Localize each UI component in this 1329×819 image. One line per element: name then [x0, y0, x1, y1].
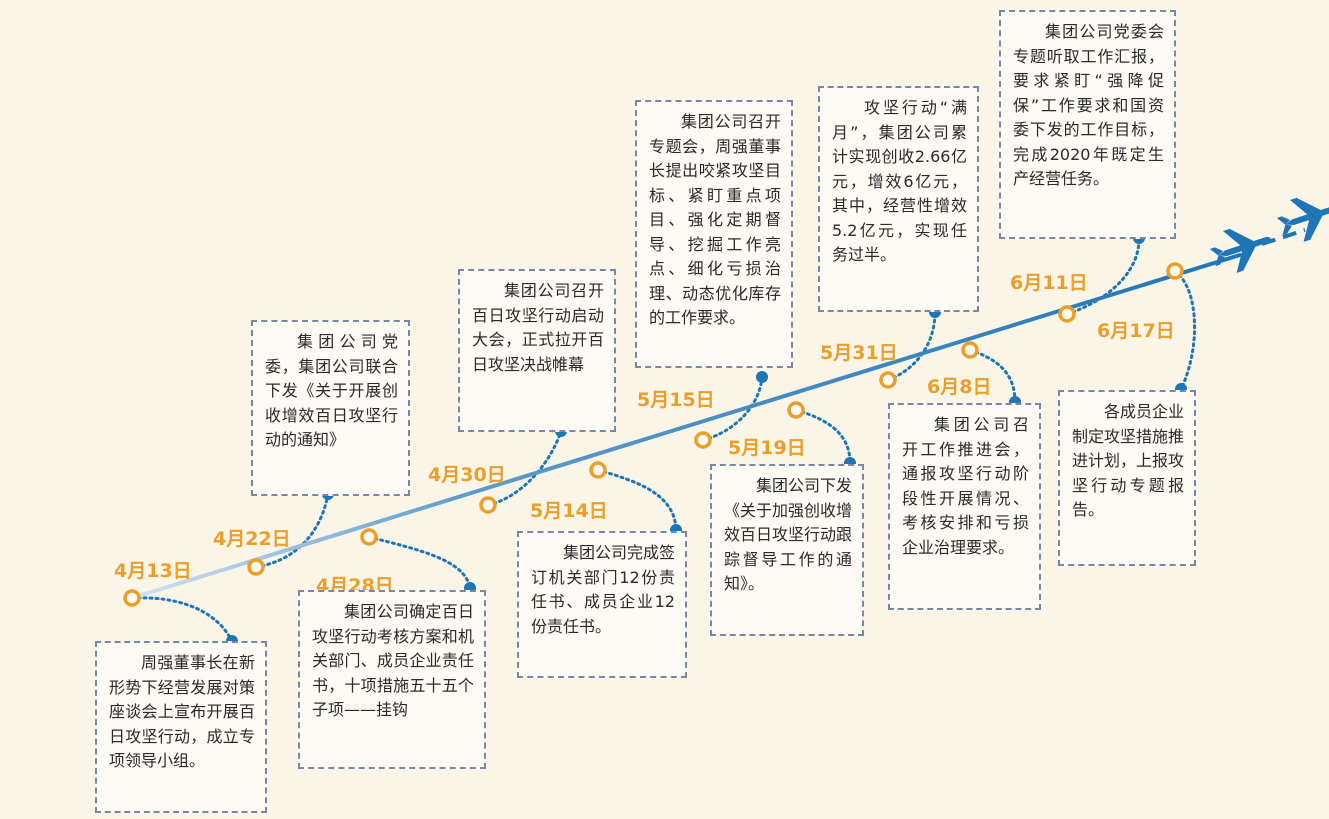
- event-description-box: 集团公司完成签订机关部门12份责任书、成员企业12份责任书。: [517, 531, 687, 678]
- connector-line: [596, 468, 678, 532]
- timeline-marker: [694, 431, 712, 449]
- event-date-label: 5月19日: [728, 437, 806, 459]
- event-date-label: 5月31日: [820, 342, 898, 364]
- connector-line: [794, 408, 852, 465]
- airplane-icon: [1209, 228, 1271, 273]
- timeline-axis: [130, 253, 1242, 600]
- event-description-box: 集团公司党委，集团公司联合下发《关于开展创收增效百日攻坚行动的通知》: [251, 320, 410, 496]
- event-description-box: 各成员企业制定攻坚措施推进计划，上报攻坚行动专题报告。: [1058, 390, 1196, 566]
- airplane-icon: [1276, 197, 1329, 242]
- connector-endpoint-dot: [756, 371, 768, 383]
- event-description-box: 集团公司召开专题会，周强董事长提出咬紧攻坚目标、紧盯重点项目、强化定期督导、挖掘…: [635, 100, 793, 368]
- event-description-box: 集团公司下发《关于加强创收增效百日攻坚行动跟踪督导工作的通知》。: [710, 464, 864, 636]
- event-date-label: 4月13日: [114, 560, 192, 582]
- timeline-marker: [589, 461, 607, 479]
- event-description-box: 集团公司召开百日攻坚行动启动大会，正式拉开百日攻坚决战帷幕: [458, 269, 616, 432]
- event-date-label: 4月22日: [213, 528, 291, 550]
- connector-line: [130, 596, 234, 643]
- event-date-label: 6月17日: [1097, 320, 1175, 342]
- event-date-label: 5月15日: [637, 389, 715, 411]
- event-description-box: 周强董事长在新形势下经营发展对策座谈会上宣布开展百日攻坚行动，成立专项领导小组。: [95, 641, 267, 813]
- connector-line: [486, 429, 563, 507]
- connector-line: [254, 492, 330, 569]
- connector-line: [1065, 236, 1141, 316]
- event-description-box: 攻坚行动“满月”，集团公司累计实现创收2.66亿元，增效6亿元，其中，经营性增效…: [818, 86, 979, 312]
- event-description-box: 集团公司召开工作推进会，通报攻坚行动阶段性开展情况、考核安排和亏损企业治理要求。: [888, 403, 1041, 610]
- event-date-label: 6月11日: [1010, 272, 1088, 294]
- connector-line: [701, 375, 764, 442]
- timeline-marker: [1166, 262, 1184, 280]
- timeline-marker: [961, 341, 979, 359]
- event-date-label: 5月14日: [530, 500, 608, 522]
- connector-line: [367, 535, 472, 590]
- timeline-marker: [787, 401, 805, 419]
- event-date-label: 6月8日: [927, 376, 992, 398]
- timeline-marker: [879, 371, 897, 389]
- timeline-marker: [360, 528, 378, 546]
- timeline-marker: [1058, 305, 1076, 323]
- event-date-label: 4月30日: [428, 464, 506, 486]
- timeline-marker: [479, 496, 497, 514]
- event-description-box: 集团公司党委会专题听取工作汇报，要求紧盯“强降促保”工作要求和国资委下发的工作目…: [999, 10, 1176, 239]
- timeline-marker: [247, 558, 265, 576]
- connector-line: [1173, 269, 1196, 391]
- timeline-marker: [123, 589, 141, 607]
- event-description-box: 集团公司确定百日攻坚行动考核方案和机关部门、成员企业责任书，十项措施五十五个子项…: [298, 590, 486, 769]
